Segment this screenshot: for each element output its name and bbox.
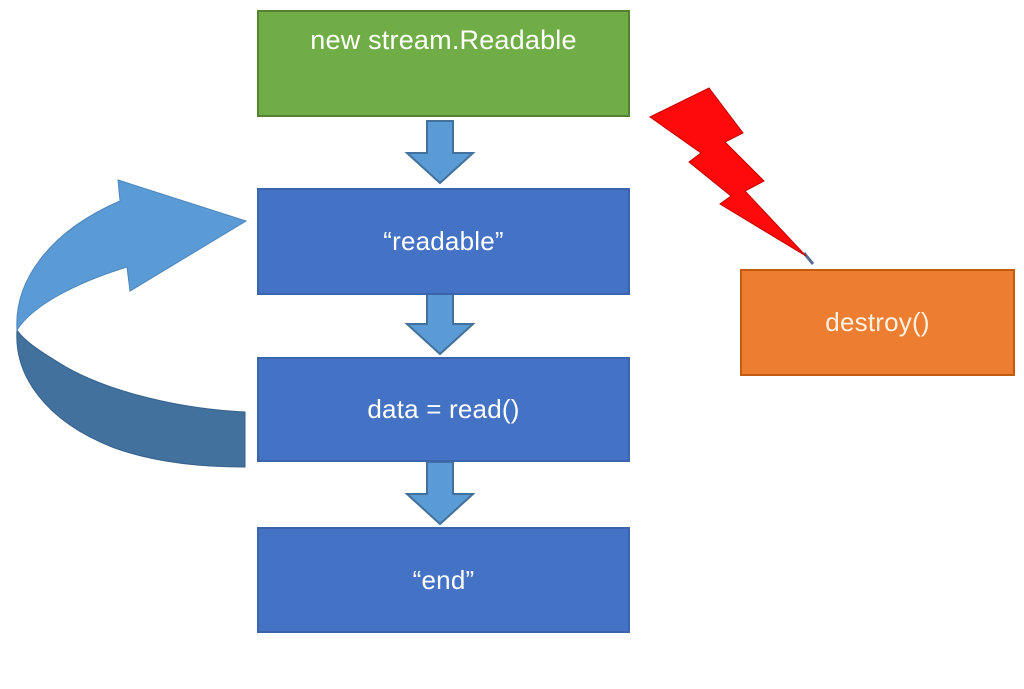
- node-label: destroy(): [825, 307, 930, 337]
- lightning-bolt-icon: [649, 87, 815, 265]
- down-arrow-icon: [404, 461, 476, 526]
- loop-arrow-icon: [16, 179, 248, 468]
- node-label: “readable”: [383, 226, 504, 256]
- node-label: data = read(): [367, 394, 520, 424]
- node-new-stream-readable: new stream.Readable: [257, 10, 630, 117]
- down-arrow-icon: [404, 293, 476, 356]
- node-data-read: data = read(): [257, 357, 630, 462]
- node-destroy: destroy(): [740, 269, 1015, 376]
- node-label: new stream.Readable: [310, 25, 577, 55]
- down-arrow-icon: [404, 120, 476, 185]
- node-label: “end”: [412, 564, 475, 595]
- node-end-event: “end”: [257, 527, 630, 633]
- node-readable-event: “readable”: [257, 188, 630, 295]
